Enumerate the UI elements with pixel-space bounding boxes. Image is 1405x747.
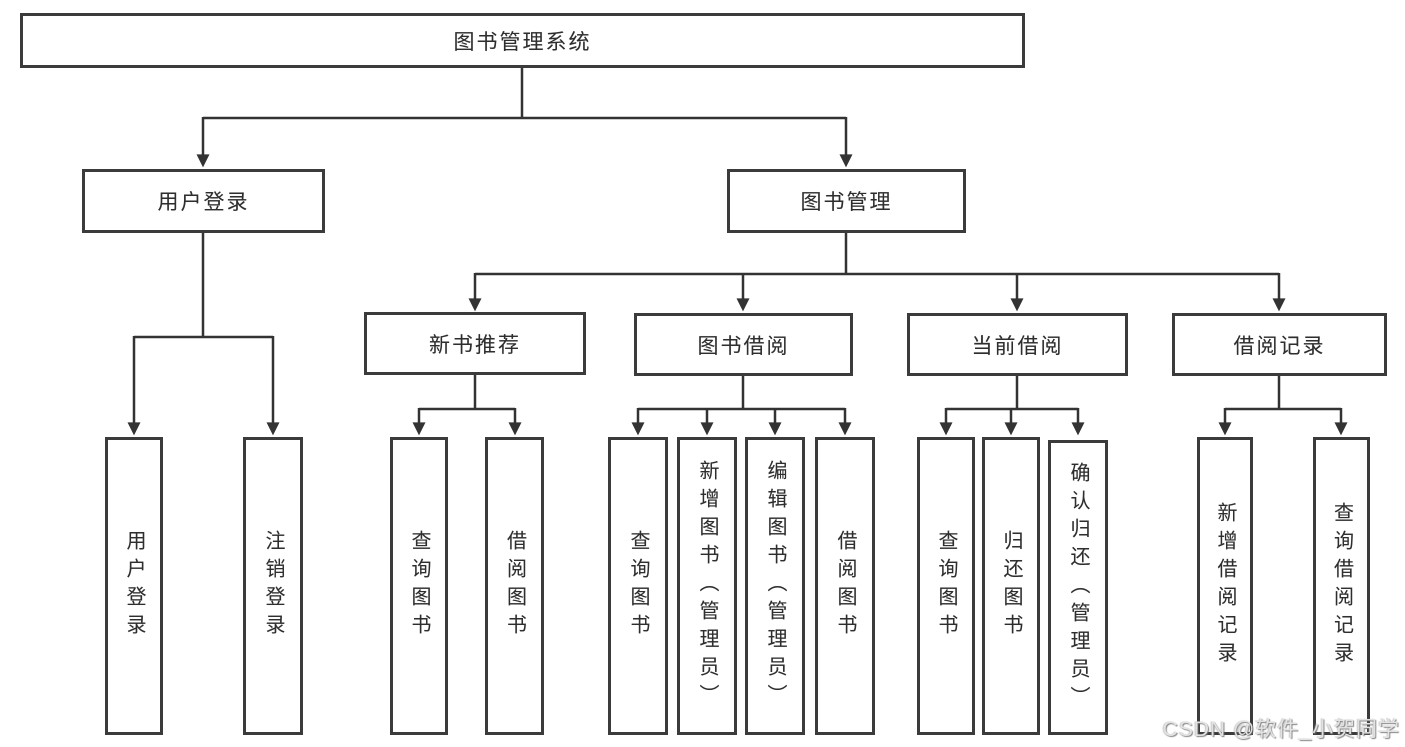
node-label: 图书管理 bbox=[800, 191, 893, 214]
node-label: 新增借阅记录 bbox=[1214, 502, 1236, 670]
node-label: 当前借阅 bbox=[971, 334, 1064, 358]
node-current-borrowing: 当前借阅 bbox=[907, 313, 1128, 376]
leaf-user-login: 用户登录 bbox=[105, 437, 163, 735]
csdn-watermark: CSDN @软件_小贺同学 bbox=[1162, 718, 1400, 741]
node-label: 图书管理系统 bbox=[453, 30, 592, 54]
leaf-query-borrow-record: 查询借阅记录 bbox=[1313, 437, 1370, 735]
node-label: 新书推荐 bbox=[429, 333, 521, 357]
leaf-edit-books-admin: 编辑图书（管理员） bbox=[745, 437, 805, 735]
node-borrowing-records: 借阅记录 bbox=[1172, 313, 1387, 376]
node-book-management: 图书管理 bbox=[727, 169, 966, 233]
leaf-query-books-recommend: 查询图书 bbox=[390, 437, 448, 735]
node-new-book-recommend: 新书推荐 bbox=[364, 312, 586, 375]
node-label: 查询图书 bbox=[408, 530, 430, 642]
node-label: 用户登录 bbox=[123, 530, 145, 642]
node-root-system: 图书管理系统 bbox=[20, 13, 1025, 68]
node-label: 查询图书 bbox=[627, 530, 649, 642]
node-book-borrowing: 图书借阅 bbox=[634, 313, 853, 376]
node-label: 借阅图书 bbox=[834, 530, 856, 642]
leaf-borrow-books-borrowing: 借阅图书 bbox=[815, 437, 875, 735]
leaf-query-books-borrowing: 查询图书 bbox=[608, 437, 668, 735]
leaf-confirm-return-admin: 确认归还（管理员） bbox=[1048, 440, 1108, 735]
leaf-borrow-books-recommend: 借阅图书 bbox=[485, 437, 544, 735]
node-label: 查询借阅记录 bbox=[1330, 502, 1353, 670]
leaf-logout-login: 注销登录 bbox=[243, 437, 303, 735]
node-label: 借阅记录 bbox=[1233, 334, 1326, 358]
node-label: 编辑图书（管理员） bbox=[764, 460, 786, 712]
node-label: 查询图书 bbox=[935, 530, 957, 642]
leaf-query-books-current: 查询图书 bbox=[917, 437, 975, 735]
node-label: 确认归还（管理员） bbox=[1067, 461, 1089, 714]
node-label: 注销登录 bbox=[262, 530, 284, 642]
node-label: 归还图书 bbox=[1000, 530, 1022, 642]
node-user-login: 用户登录 bbox=[82, 169, 325, 233]
leaf-add-borrow-record: 新增借阅记录 bbox=[1197, 437, 1253, 735]
node-label: 图书借阅 bbox=[697, 334, 790, 358]
node-label: 借阅图书 bbox=[503, 530, 526, 642]
leaf-return-books: 归还图书 bbox=[982, 437, 1040, 735]
node-label: 新增图书（管理员） bbox=[696, 460, 718, 712]
leaf-add-books-admin: 新增图书（管理员） bbox=[677, 437, 737, 735]
node-label: 用户登录 bbox=[157, 191, 250, 214]
